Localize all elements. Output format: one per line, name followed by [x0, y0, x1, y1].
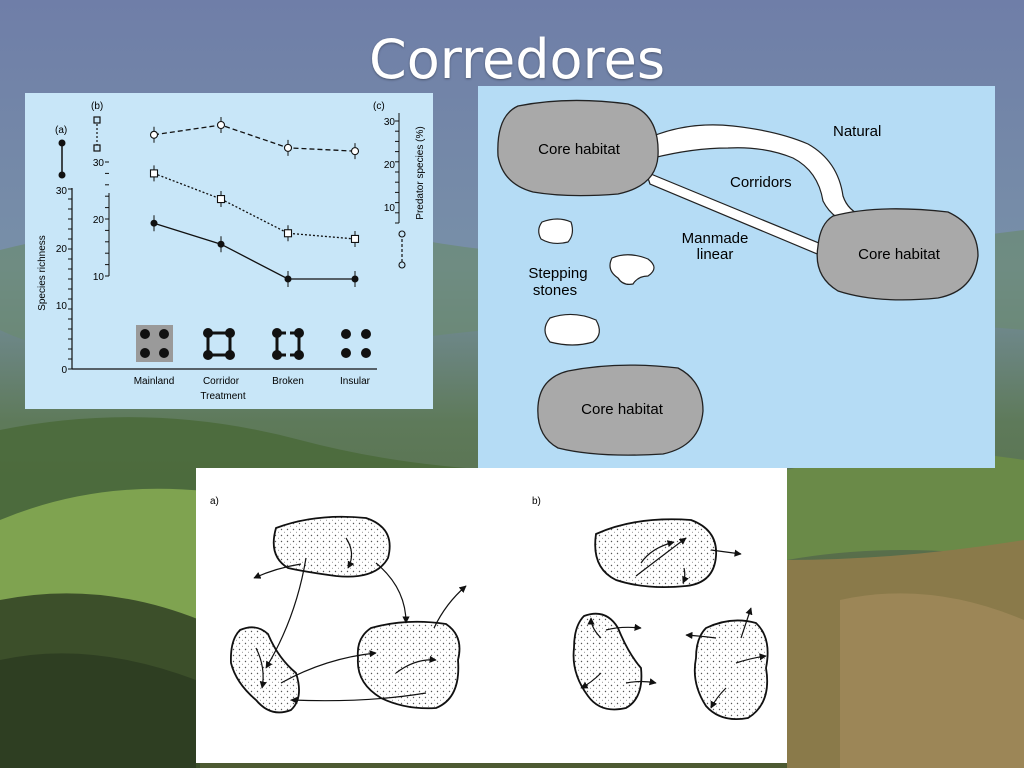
stepping-stone-1 — [538, 218, 574, 245]
core-habitat-right — [816, 208, 979, 301]
category-label-broken: Broken — [272, 376, 304, 387]
category-label-insular: Insular — [340, 376, 371, 387]
category-label-corridor: Corridor — [203, 376, 240, 387]
stepping-label: Stepping — [528, 265, 587, 282]
data-point-1-0 — [149, 169, 159, 178]
b-tick-30: 30 — [93, 158, 105, 169]
core-habitat-label-1: Core habitat — [538, 141, 621, 158]
broken-icon — [272, 328, 304, 360]
data-point-2-0 — [150, 219, 158, 227]
data-point-2-3 — [351, 275, 359, 283]
x-axis-label: Treatment — [200, 391, 245, 402]
category-label-mainland: Mainland — [134, 376, 175, 387]
slide-title: Corredores — [369, 28, 665, 91]
panel-b-label: (b) — [91, 101, 103, 112]
left-tick-20: 20 — [56, 244, 68, 255]
panel-c-label: (c) — [373, 101, 385, 112]
stepping-stone-2 — [609, 254, 655, 285]
c-tick-10: 10 — [384, 203, 396, 214]
left-tick-0: 0 — [61, 365, 67, 376]
data-point-2-2 — [284, 275, 292, 283]
series-line-2 — [153, 222, 355, 280]
corridor-icon — [203, 328, 235, 360]
mainland-icon — [136, 325, 173, 362]
series-line-1 — [153, 172, 356, 240]
insular-icon — [341, 329, 371, 358]
core-habitat-bottom — [537, 364, 704, 456]
core-habitat-label-3: Core habitat — [581, 401, 664, 418]
data-point-0-2 — [283, 143, 293, 152]
manmade-label: Manmade — [682, 230, 749, 247]
patch-movement-diagram: a) b) — [196, 468, 787, 763]
left-tick-30: 30 — [56, 186, 68, 197]
data-point-0-1 — [216, 120, 226, 130]
data-point-1-3 — [350, 234, 360, 243]
label-a: a) — [210, 496, 219, 507]
c-tick-20: 20 — [384, 160, 396, 171]
data-point-0-3 — [350, 147, 360, 156]
left-tick-10: 10 — [56, 301, 68, 312]
patches-isolated — [572, 518, 769, 721]
c-tick-30: 30 — [384, 117, 396, 128]
corridor-map-diagram: Core habitat Core habitat Core habitat N… — [478, 86, 995, 468]
data-point-0-0 — [149, 130, 159, 139]
natural-label: Natural — [833, 123, 881, 140]
core-habitat-label-2: Core habitat — [858, 246, 941, 263]
y-axis-label-right: Predator species (%) — [415, 126, 426, 219]
data-point-1-2 — [283, 229, 293, 238]
patches-connected — [230, 515, 467, 714]
data-point-1-1 — [216, 195, 226, 204]
panel-a-label: (a) — [55, 125, 67, 136]
label-b: b) — [532, 496, 541, 507]
corridors-label: Corridors — [730, 174, 792, 191]
species-richness-chart: 0 10 20 30 Species richness (a) 10 20 30… — [25, 93, 433, 409]
core-habitat-top-left — [497, 99, 659, 197]
stones-label: stones — [533, 282, 577, 299]
b-tick-10: 10 — [93, 272, 105, 283]
data-point-2-1 — [217, 240, 225, 248]
linear-label: linear — [697, 246, 734, 263]
b-tick-20: 20 — [93, 215, 105, 226]
stepping-stone-3 — [544, 313, 600, 346]
series-line-0 — [153, 124, 356, 152]
y-axis-label-left: Species richness — [37, 235, 48, 311]
